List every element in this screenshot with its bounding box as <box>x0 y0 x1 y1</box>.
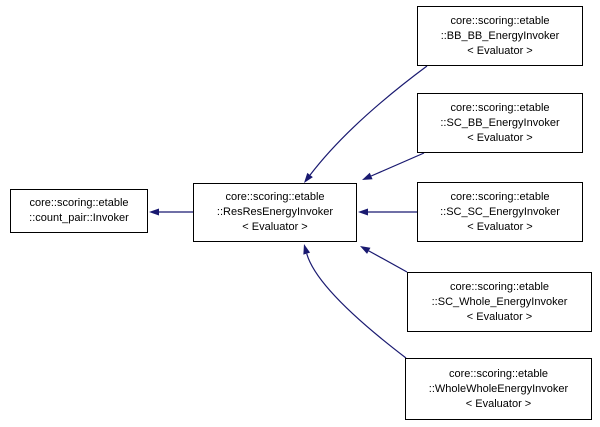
node-label-line: core::scoring::etable <box>450 190 550 203</box>
node-count-pair-invoker[interactable]: core::scoring::etable ::count_pair::Invo… <box>10 189 148 233</box>
node-res-res-energy-invoker[interactable]: core::scoring::etable ::ResResEnergyInvo… <box>193 183 357 242</box>
node-label-line: < Evaluator > <box>467 44 533 57</box>
inheritance-edge <box>306 253 407 359</box>
arrowhead-icon <box>149 208 159 216</box>
arrowhead-icon <box>358 208 368 216</box>
node-label-line: core::scoring::etable <box>449 280 550 293</box>
node-label-line: ::WholeWholeEnergyInvoker <box>428 382 569 395</box>
node-label-line: ::SC_BB_EnergyInvoker <box>440 116 560 129</box>
node-label-line: core::scoring::etable <box>29 197 129 209</box>
node-label-line: ::ResResEnergyInvoker <box>216 206 334 218</box>
node-label-line: ::BB_BB_EnergyInvoker <box>440 29 560 42</box>
node-label-line: core::scoring::etable <box>448 367 549 380</box>
node-label-line: core::scoring::etable <box>450 101 550 114</box>
node-label-line: core::scoring::etable <box>450 14 550 27</box>
node-label-line: < Evaluator > <box>467 131 533 144</box>
node-sc-whole-energy-invoker[interactable]: core::scoring::etable ::SC_Whole_EnergyI… <box>407 272 592 332</box>
node-label-line: ::SC_Whole_EnergyInvoker <box>431 295 568 308</box>
arrowhead-icon <box>362 172 373 180</box>
node-label-line: ::SC_SC_EnergyInvoker <box>440 205 560 218</box>
arrowhead-icon <box>304 172 313 183</box>
node-whole-whole-energy-invoker[interactable]: core::scoring::etable ::WholeWholeEnergy… <box>405 358 592 420</box>
node-label-line: < Evaluator > <box>242 221 308 233</box>
arrowhead-icon <box>360 246 371 254</box>
inheritance-edge <box>309 65 428 176</box>
inheritance-edge <box>370 152 425 177</box>
node-sc-sc-energy-invoker[interactable]: core::scoring::etable ::SC_SC_EnergyInvo… <box>417 182 583 242</box>
inheritance-edge <box>368 250 408 273</box>
node-label-line: < Evaluator > <box>465 397 532 410</box>
arrowhead-icon <box>303 244 311 255</box>
node-label-line: ::count_pair::Invoker <box>29 212 129 224</box>
node-label-line: < Evaluator > <box>466 310 533 323</box>
node-label-line: core::scoring::etable <box>225 191 325 203</box>
node-label-line: < Evaluator > <box>467 220 533 233</box>
node-bb-bb-energy-invoker[interactable]: core::scoring::etable ::BB_BB_EnergyInvo… <box>417 6 583 66</box>
node-sc-bb-energy-invoker[interactable]: core::scoring::etable ::SC_BB_EnergyInvo… <box>417 93 583 153</box>
